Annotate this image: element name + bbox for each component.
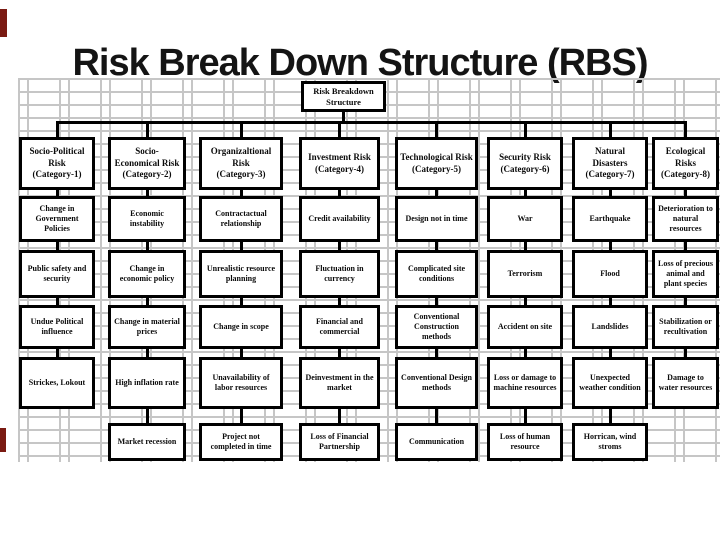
category-tag: (Category-5)	[412, 163, 461, 174]
category-node: Technological Risk(Category-5)	[395, 137, 478, 190]
risk-item-node: Damage to water resources	[652, 357, 719, 409]
connector-category-drop	[523, 121, 527, 140]
category-name: Ecological Risks	[665, 145, 706, 168]
connector-horizontal	[55, 121, 687, 124]
risk-item-node: Loss of precious animal and plant specie…	[652, 250, 719, 298]
category-name: Technological Risk	[400, 151, 473, 162]
category-node: Natural Disasters(Category-7)	[572, 137, 648, 190]
category-node: Socio-Political Risk(Category-1)	[19, 137, 95, 190]
risk-item-node: Undue Political influence	[19, 305, 95, 349]
risk-item-node: Conventional Design methods	[395, 357, 478, 409]
risk-item-node: Financial and commercial	[299, 305, 380, 349]
root-node: Risk Breakdown Structure	[301, 81, 386, 112]
risk-item-node: Loss of human resource	[487, 423, 563, 461]
category-name: Socio-Political Risk	[29, 145, 85, 168]
risk-item-node: Change in scope	[199, 305, 283, 349]
category-node: Ecological Risks(Category-8)	[652, 137, 719, 190]
category-name: Investment Risk	[308, 151, 371, 162]
risk-item-node: Communication	[395, 423, 478, 461]
risk-item-node: Loss or damage to machine resources	[487, 357, 563, 409]
risk-item-node: Unavailability of labor resources	[199, 357, 283, 409]
risk-item-node: Unexpected weather condition	[572, 357, 648, 409]
risk-item-node: Credit availability	[299, 196, 380, 242]
connector-category-drop	[608, 121, 612, 140]
slide-title: Risk Break Down Structure (RBS)	[72, 42, 648, 85]
risk-item-node: Design not in time	[395, 196, 478, 242]
risk-item-node: Fluctuation in currency	[299, 250, 380, 298]
connector-category-drop	[239, 121, 243, 140]
category-node: Socio-Economical Risk(Category-2)	[108, 137, 186, 190]
connector-category-drop	[338, 121, 341, 140]
red-accent-bottom-left	[0, 428, 6, 452]
category-tag: (Category-2)	[122, 169, 172, 180]
red-accent-top-left	[0, 9, 7, 37]
risk-item-node: Terrorism	[487, 250, 563, 298]
risk-item-node: Project not completed in time	[199, 423, 283, 461]
risk-item-node: Change in material prices	[108, 305, 186, 349]
risk-item-node: Change in economic policy	[108, 250, 186, 298]
risk-item-node: Change in Government Policies	[19, 196, 95, 242]
connector-category-drop	[55, 121, 59, 140]
category-tag: (Category-7)	[585, 169, 635, 180]
risk-item-node: Flood	[572, 250, 648, 298]
risk-item-node: Market recession	[108, 423, 186, 461]
risk-item-node: Earthquake	[572, 196, 648, 242]
category-node: Security Risk(Category-6)	[487, 137, 563, 190]
connector-category-drop	[435, 121, 438, 140]
connector-root-drop	[342, 110, 345, 124]
category-node: Investment Risk(Category-4)	[299, 137, 380, 190]
category-tag: (Category-4)	[315, 163, 364, 174]
risk-item-node: Conventional Construction methods	[395, 305, 478, 349]
category-tag: (Category-1)	[32, 169, 82, 180]
spreadsheet-area: Risk Breakdown Structure Socio-Political…	[18, 78, 720, 462]
risk-item-node: Contractactual relationship	[199, 196, 283, 242]
category-name: Organizaltional Risk	[210, 145, 272, 168]
risk-item-node: Strickes, Lokout	[19, 357, 95, 409]
risk-item-node: Complicated site conditions	[395, 250, 478, 298]
connector-category-drop	[145, 121, 149, 140]
risk-item-node: Horrican, wind stroms	[572, 423, 648, 461]
risk-item-node: Deinvestment in the market	[299, 357, 380, 409]
risk-item-node: Unrealistic resource planning	[199, 250, 283, 298]
risk-item-node: Stabilization or recultivation	[652, 305, 719, 349]
connector-category-drop	[684, 121, 687, 140]
risk-item-node: Accident on site	[487, 305, 563, 349]
risk-item-node: Public safety and security	[19, 250, 95, 298]
risk-item-node: High inflation rate	[108, 357, 186, 409]
risk-item-node: Economic instability	[108, 196, 186, 242]
category-name: Socio-Economical Risk	[114, 145, 180, 168]
category-node: Organizaltional Risk(Category-3)	[199, 137, 283, 190]
category-name: Security Risk	[499, 151, 551, 162]
category-tag: (Category-6)	[500, 163, 550, 174]
category-name: Natural Disasters	[592, 145, 628, 168]
category-tag: (Category-3)	[216, 169, 266, 180]
risk-item-node: Deterioration to natural resources	[652, 196, 719, 242]
risk-item-node: Loss of Financial Partnership	[299, 423, 380, 461]
risk-item-node: War	[487, 196, 563, 242]
risk-item-node: Landslides	[572, 305, 648, 349]
category-tag: (Category-8)	[661, 169, 710, 180]
